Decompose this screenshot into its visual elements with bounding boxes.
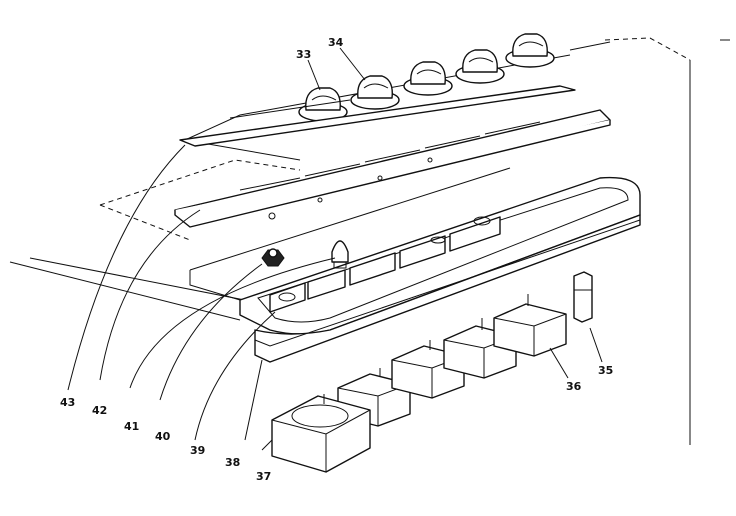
knob-3 bbox=[403, 61, 453, 96]
cooktop-frame bbox=[189, 167, 641, 363]
knob-4 bbox=[455, 49, 505, 84]
callout-35: 35 bbox=[598, 364, 613, 377]
control-panel-bracket bbox=[99, 109, 611, 241]
callout-43: 43 bbox=[60, 396, 75, 409]
knob-plate bbox=[179, 85, 576, 147]
knob-5 bbox=[505, 33, 555, 68]
callouts: 33 34 35 36 37 38 39 40 41 42 43 bbox=[60, 36, 613, 483]
knob-2 bbox=[350, 75, 400, 110]
callout-36: 36 bbox=[566, 380, 582, 393]
infinite-switch bbox=[271, 394, 371, 473]
callout-33: 33 bbox=[296, 48, 311, 61]
callout-39: 39 bbox=[190, 444, 205, 457]
callout-42: 42 bbox=[92, 404, 107, 417]
callout-34: 34 bbox=[328, 36, 344, 49]
switch-housings bbox=[269, 216, 501, 313]
control-knobs bbox=[298, 33, 555, 122]
callout-41: 41 bbox=[124, 420, 139, 433]
leader-lines bbox=[67, 47, 603, 451]
callout-38: 38 bbox=[225, 456, 240, 469]
callout-37: 37 bbox=[256, 470, 271, 483]
indicator-lamps bbox=[261, 240, 349, 269]
callout-40: 40 bbox=[155, 430, 171, 443]
knob-1 bbox=[298, 87, 348, 122]
